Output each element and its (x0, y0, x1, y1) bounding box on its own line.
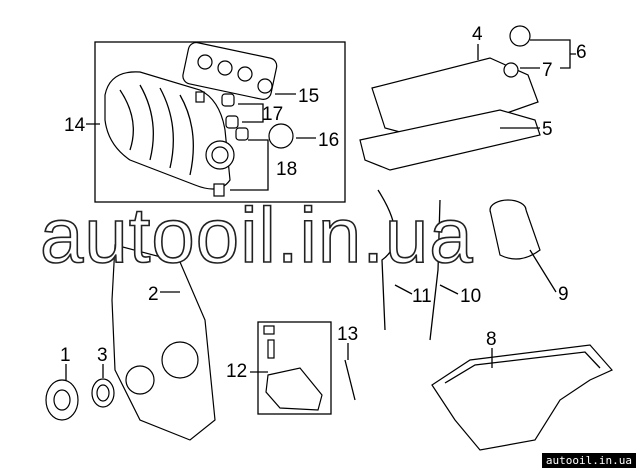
dipstick-tube (377, 189, 396, 331)
callout-9: 9 (558, 284, 569, 305)
site-label: autooil.in.ua (541, 453, 636, 468)
callout-14: 14 (64, 115, 86, 136)
callout-6: 6 (576, 42, 587, 63)
oil-pump (263, 325, 323, 411)
intake-gasket (182, 41, 278, 100)
watermark: autooil.in.ua (40, 191, 474, 279)
timing-cover (111, 244, 216, 441)
callout-3: 3 (97, 345, 108, 366)
callout-8: 8 (486, 329, 497, 350)
intake-group-box (94, 41, 346, 203)
callout-1: 1 (60, 345, 71, 366)
callout-16: 16 (318, 130, 339, 151)
oil-pickup-tube (344, 359, 356, 401)
small-fittings (195, 91, 294, 197)
callout-15: 15 (298, 86, 319, 107)
callout-17: 17 (262, 104, 283, 125)
callout-11: 11 (412, 286, 432, 307)
valve-cover (359, 25, 541, 171)
callout-12: 12 (226, 361, 247, 382)
callout-4: 4 (472, 24, 483, 45)
callout-2: 2 (148, 284, 159, 305)
crank-pulley (45, 379, 79, 421)
callout-18: 18 (276, 159, 297, 180)
oil-pan (431, 344, 613, 451)
oil-pump-box (257, 321, 332, 415)
crank-seal (91, 378, 115, 408)
callout-10: 10 (460, 286, 481, 307)
leader-lines (65, 39, 576, 380)
callout-5: 5 (542, 119, 553, 140)
callout-7: 7 (542, 60, 553, 81)
callout-13: 13 (337, 324, 358, 345)
dipstick (429, 199, 441, 341)
oil-filter (489, 199, 541, 260)
